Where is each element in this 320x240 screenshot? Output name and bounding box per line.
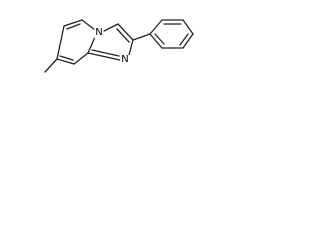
pyridine-bond-n4-c5	[81, 19, 96, 31]
pyridine-bond-c5-c6	[63, 19, 83, 27]
phenyl-bond-6-double	[154, 33, 165, 45]
pyridine-bond-c7-c8-double	[59, 55, 74, 61]
methyl-bond	[44, 58, 58, 73]
imidazole-bond-n1-c8a	[87, 52, 121, 61]
imidazole-bond-n1-c8a-double	[91, 49, 120, 57]
pyridine-bond-c8-c8a	[73, 52, 89, 65]
bridgehead-nitrogen-label: N	[94, 27, 104, 38]
imidazole-bond-c3-c2-double	[116, 28, 130, 43]
phenyl-bond-3	[182, 19, 194, 35]
pyridine-bond-c8a-n4	[87, 36, 96, 54]
imidazole-nitrogen-label: N	[120, 54, 130, 65]
pyridine-bond-c7-c8	[56, 58, 75, 65]
imidazole-bond-n4-c3	[103, 23, 119, 32]
pyridine-bond-c6-c7	[56, 25, 65, 60]
imidazole-bond-c3-c2	[117, 23, 134, 41]
imidazole-bond-c2-n1	[128, 39, 134, 56]
phenyl-bond-1	[149, 19, 163, 35]
phenyl-link-bond	[132, 33, 151, 41]
pyridine-bond-c5-c6-double	[66, 23, 81, 30]
phenyl-bond-6	[149, 33, 163, 49]
phenyl-bond-4-double	[179, 33, 189, 46]
phenyl-bond-4	[182, 33, 194, 49]
molecule-structure	[44, 19, 194, 73]
